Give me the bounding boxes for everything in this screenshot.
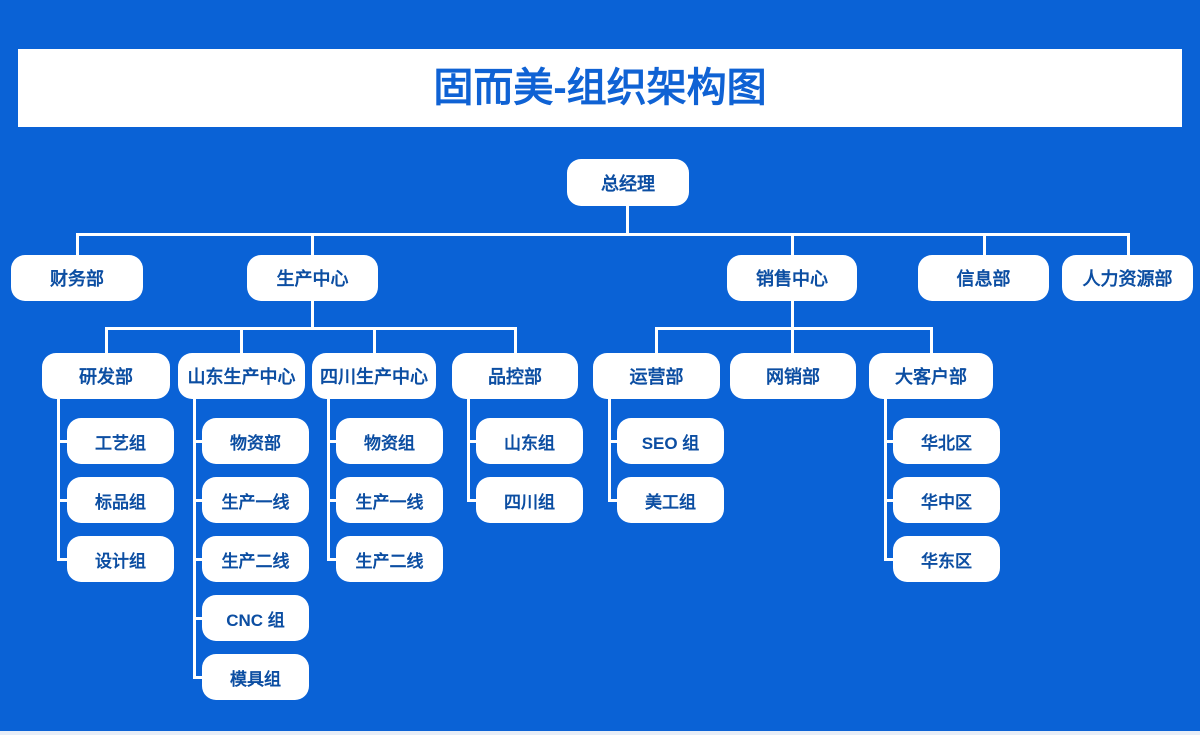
node-sichuan-production-center: 四川生产中心 bbox=[312, 353, 436, 399]
node-quality-control-dept: 品控部 bbox=[452, 353, 578, 399]
connector-line bbox=[57, 558, 67, 561]
node-production-center: 生产中心 bbox=[247, 255, 378, 301]
connector-line bbox=[884, 558, 894, 561]
connector-line bbox=[193, 558, 203, 561]
node-seo-group: SEO 组 bbox=[617, 418, 724, 464]
node-cnc-group: CNC 组 bbox=[202, 595, 309, 641]
connector-line bbox=[327, 399, 330, 559]
node-shandong-group: 山东组 bbox=[476, 418, 583, 464]
connector-line bbox=[327, 440, 337, 443]
connector-line bbox=[76, 233, 1128, 236]
node-materials-group: 物资组 bbox=[336, 418, 443, 464]
node-design-group: 设计组 bbox=[67, 536, 174, 582]
node-production-line2-shandong: 生产二线 bbox=[202, 536, 309, 582]
node-online-sales-dept: 网销部 bbox=[730, 353, 856, 399]
node-central-china-region: 华中区 bbox=[893, 477, 1000, 523]
node-information-dept: 信息部 bbox=[918, 255, 1049, 301]
connector-line bbox=[791, 301, 794, 327]
connector-line bbox=[57, 440, 67, 443]
node-mold-group: 模具组 bbox=[202, 654, 309, 700]
connector-line bbox=[76, 233, 79, 255]
connector-line bbox=[327, 558, 337, 561]
connector-line bbox=[514, 327, 517, 353]
connector-line bbox=[884, 440, 894, 443]
connector-line bbox=[884, 499, 894, 502]
connector-line bbox=[327, 499, 337, 502]
connector-line bbox=[655, 327, 933, 330]
node-operations-dept: 运营部 bbox=[593, 353, 720, 399]
title-banner: 固而美-组织架构图 bbox=[18, 49, 1182, 127]
connector-line bbox=[626, 206, 629, 233]
connector-line bbox=[311, 233, 314, 255]
bottom-edge-strip bbox=[0, 731, 1200, 735]
node-materials-dept: 物资部 bbox=[202, 418, 309, 464]
connector-line bbox=[655, 327, 658, 353]
node-standard-product-group: 标品组 bbox=[67, 477, 174, 523]
page-title: 固而美-组织架构图 bbox=[433, 66, 767, 110]
connector-line bbox=[193, 676, 203, 679]
node-key-accounts-dept: 大客户部 bbox=[869, 353, 993, 399]
node-shandong-production-center: 山东生产中心 bbox=[178, 353, 305, 399]
node-hr-dept: 人力资源部 bbox=[1062, 255, 1193, 301]
connector-line bbox=[193, 399, 196, 677]
connector-line bbox=[791, 327, 794, 353]
connector-line bbox=[373, 327, 376, 353]
connector-line bbox=[240, 327, 243, 353]
node-general-manager: 总经理 bbox=[567, 159, 689, 206]
node-north-china-region: 华北区 bbox=[893, 418, 1000, 464]
connector-line bbox=[311, 301, 314, 327]
node-east-china-region: 华东区 bbox=[893, 536, 1000, 582]
connector-line bbox=[467, 399, 470, 500]
node-art-group: 美工组 bbox=[617, 477, 724, 523]
node-sichuan-group: 四川组 bbox=[476, 477, 583, 523]
connector-line bbox=[193, 440, 203, 443]
node-rnd-dept: 研发部 bbox=[42, 353, 170, 399]
connector-line bbox=[791, 233, 794, 255]
connector-line bbox=[1127, 233, 1130, 255]
connector-line bbox=[467, 499, 477, 502]
node-production-line1-shandong: 生产一线 bbox=[202, 477, 309, 523]
connector-line bbox=[608, 399, 611, 500]
connector-line bbox=[884, 399, 887, 559]
node-finance-dept: 财务部 bbox=[11, 255, 143, 301]
connector-line bbox=[105, 327, 517, 330]
node-production-line1-sichuan: 生产一线 bbox=[336, 477, 443, 523]
connector-line bbox=[467, 440, 477, 443]
node-sales-center: 销售中心 bbox=[727, 255, 857, 301]
connector-line bbox=[105, 327, 108, 353]
connector-line bbox=[608, 499, 618, 502]
connector-line bbox=[608, 440, 618, 443]
connector-line bbox=[193, 499, 203, 502]
node-craft-group: 工艺组 bbox=[67, 418, 174, 464]
connector-line bbox=[57, 399, 60, 559]
connector-line bbox=[930, 327, 933, 353]
connector-line bbox=[193, 617, 203, 620]
connector-line bbox=[57, 499, 67, 502]
connector-line bbox=[983, 233, 986, 255]
node-production-line2-sichuan: 生产二线 bbox=[336, 536, 443, 582]
